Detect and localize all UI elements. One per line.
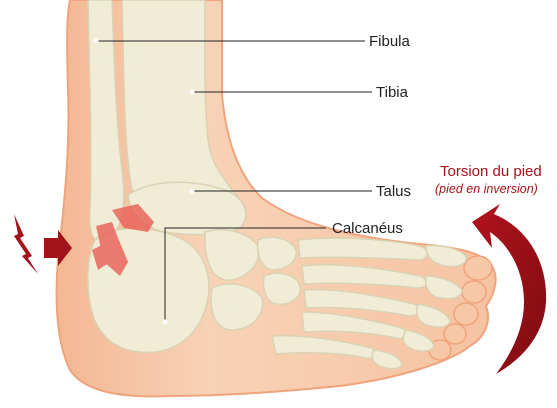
label-calcaneus: Calcanéus	[332, 220, 403, 237]
label-talus: Talus	[376, 183, 411, 200]
annotation-subtitle: (pied en inversion)	[435, 182, 538, 196]
label-fibula: Fibula	[369, 33, 411, 50]
label-tibia: Tibia	[376, 84, 409, 101]
annotation-title: Torsion du pied	[440, 163, 542, 180]
impact-lightning-icon	[14, 214, 38, 274]
